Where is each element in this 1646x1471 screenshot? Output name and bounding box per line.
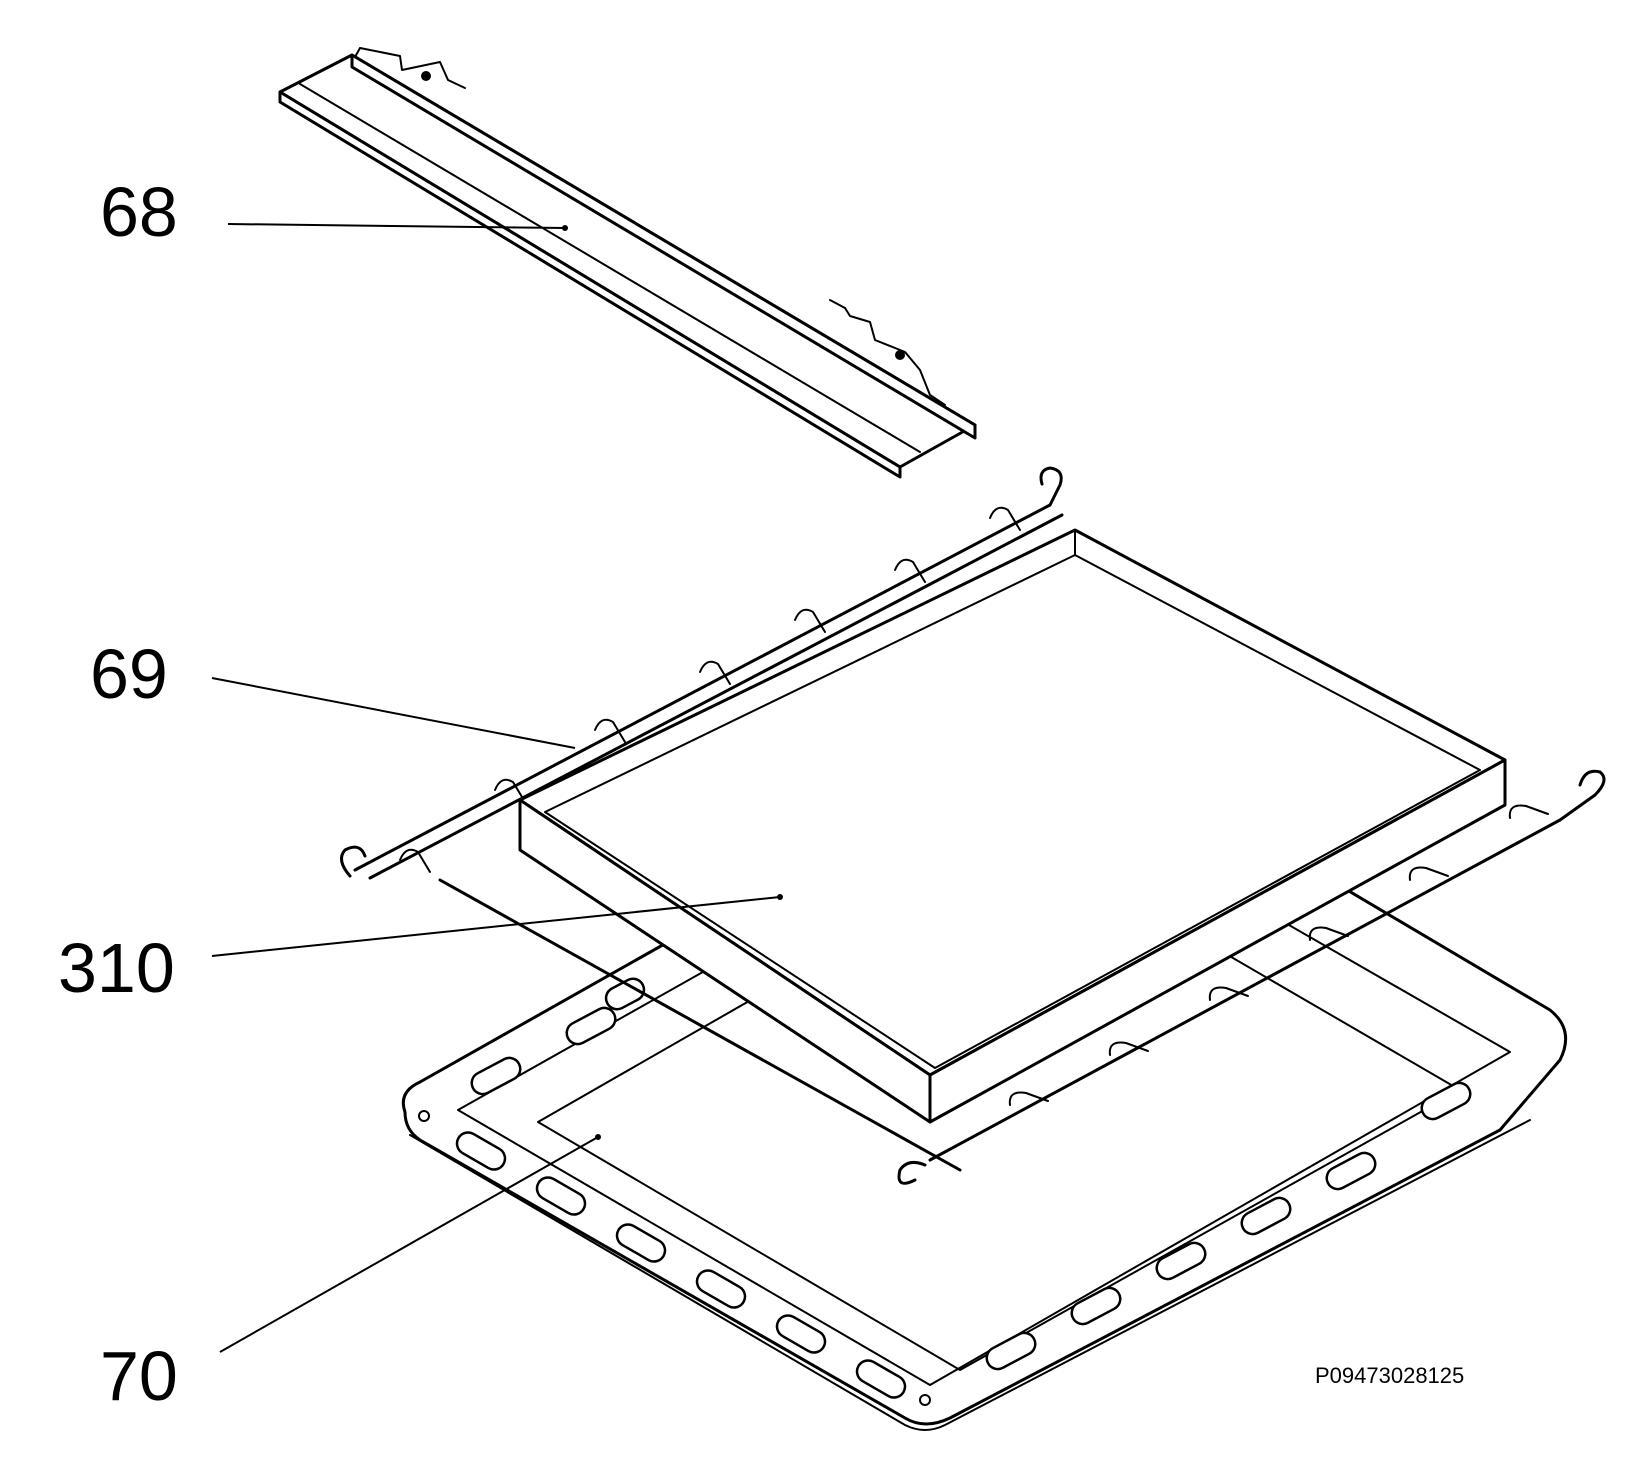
part-310-tray <box>518 528 1507 1124</box>
leader-68 <box>227 223 566 229</box>
callout-68: 68 <box>100 173 178 251</box>
callout-69: 69 <box>90 635 168 713</box>
leader-lines <box>211 223 783 1353</box>
leader-69 <box>211 677 576 749</box>
part-69-wire-runner <box>339 466 1606 1185</box>
leader-70 <box>219 1136 599 1353</box>
drawing-code: P09473028125 <box>1315 1363 1464 1388</box>
part-68-rail <box>278 47 977 479</box>
callout-70: 70 <box>100 1337 178 1415</box>
leader-310 <box>211 896 781 957</box>
callout-310: 310 <box>58 929 175 1007</box>
